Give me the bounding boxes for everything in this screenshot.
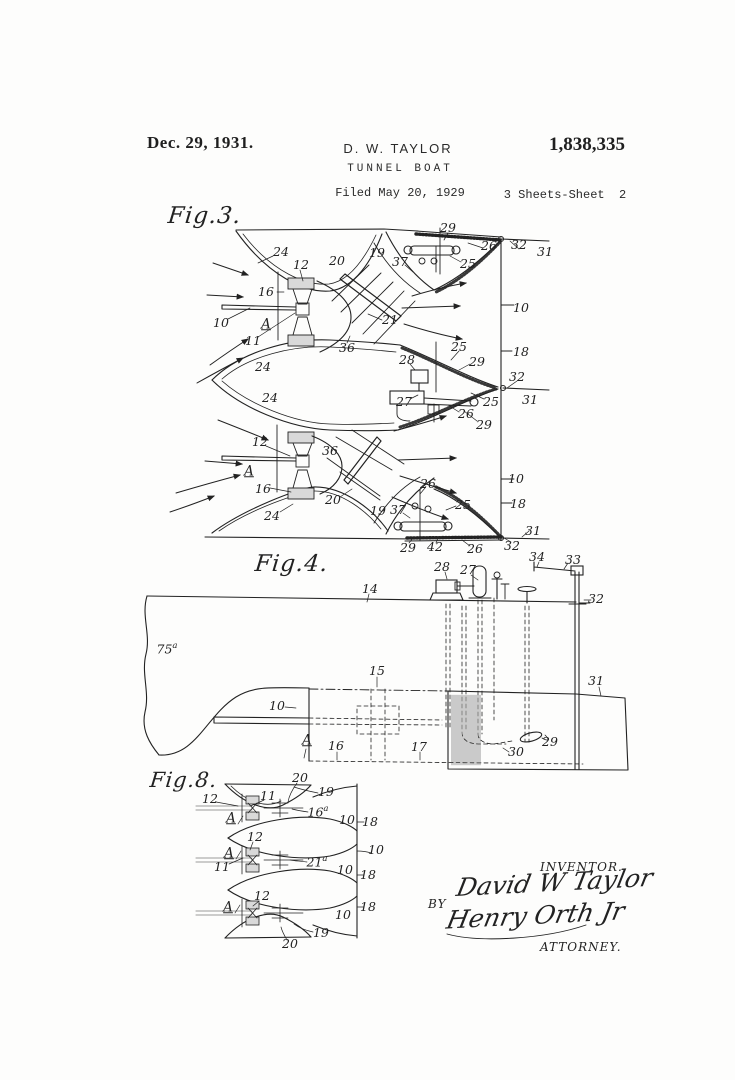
fig8-drawing xyxy=(195,782,372,941)
ref-fig3-31: 31 xyxy=(537,243,553,259)
ref-fig3-25: 25 xyxy=(460,255,476,271)
invention-title: TUNNEL BOAT xyxy=(347,163,453,175)
ref-fig3-26: 26 xyxy=(420,475,436,491)
ref-fig8-19: 19 xyxy=(313,924,329,940)
ref-fig3-26: 26 xyxy=(458,405,474,421)
ref-fig8-19: 19 xyxy=(318,783,334,799)
ref-fig3-19: 19 xyxy=(369,244,385,260)
ref-fig8-12: 12 xyxy=(202,790,218,806)
ref-fig3-20: 20 xyxy=(329,252,345,268)
ref-fig4-14: 14 xyxy=(362,580,378,596)
ref-fig3-A: A xyxy=(244,463,254,480)
ref-fig3-32: 32 xyxy=(504,537,520,553)
ref-fig4-32: 32 xyxy=(588,590,604,606)
ref-fig3-24: 24 xyxy=(262,389,278,405)
ref-fig3-16: 16 xyxy=(255,480,271,496)
ref-fig8-10: 10 xyxy=(368,841,384,857)
ref-fig3-31: 31 xyxy=(522,391,538,407)
ref-fig3-10: 10 xyxy=(213,314,229,330)
ref-fig3-32: 32 xyxy=(511,236,527,252)
ref-fig3-29: 29 xyxy=(440,219,456,235)
ref-fig8-20: 20 xyxy=(292,769,308,785)
ref-fig8-10: 10 xyxy=(335,906,351,922)
ref-fig3-25: 25 xyxy=(455,496,471,512)
ref-fig3-42: 42 xyxy=(427,538,443,554)
ref-fig4-30: 30 xyxy=(508,743,524,759)
inventor-name: D. W. TAYLOR xyxy=(343,141,453,156)
ref-fig3-29: 29 xyxy=(400,539,416,555)
ref-fig3-37: 37 xyxy=(392,253,408,269)
ref-fig3-29: 29 xyxy=(476,416,492,432)
ref-fig3-12: 12 xyxy=(252,433,268,449)
ref-fig3-36: 36 xyxy=(339,339,355,355)
ref-fig3-25: 25 xyxy=(451,338,467,354)
ref-fig8-18: 18 xyxy=(360,866,376,882)
ref-fig3-37: 37 xyxy=(390,501,406,517)
patent-number: 1,838,335 xyxy=(549,134,625,155)
inventor-caption: INVENTOR. xyxy=(540,860,623,874)
ref-fig4-29: 29 xyxy=(542,733,558,749)
fig4-drawing xyxy=(143,561,629,771)
ref-fig4-27: 27 xyxy=(460,561,476,577)
ref-fig3-18: 18 xyxy=(510,495,526,511)
ref-fig3-26: 26 xyxy=(481,237,497,253)
ref-fig3-24: 24 xyxy=(264,507,280,523)
ref-fig8-21a: 21a xyxy=(306,854,328,870)
ref-fig3-24: 24 xyxy=(273,243,289,259)
ref-fig8-18: 18 xyxy=(360,898,376,914)
ref-fig8-20: 20 xyxy=(282,935,298,951)
ref-fig3-12: 12 xyxy=(293,256,309,272)
signature-flourish xyxy=(446,924,587,940)
ref-fig4-34: 34 xyxy=(529,548,545,564)
ref-fig3-16: 16 xyxy=(258,283,274,299)
ref-fig8-11: 11 xyxy=(260,787,276,803)
ref-fig8-12: 12 xyxy=(254,887,270,903)
ref-fig4-31: 31 xyxy=(588,672,604,688)
ref-fig3-20: 20 xyxy=(325,491,341,507)
ref-fig8-12: 12 xyxy=(247,828,263,844)
ref-fig3-25: 25 xyxy=(483,393,499,409)
ref-fig3-21: 21 xyxy=(382,311,398,327)
ref-fig3-18: 18 xyxy=(513,343,529,359)
ref-fig3-10: 10 xyxy=(513,299,529,315)
ref-fig3-27: 27 xyxy=(396,393,412,409)
ref-fig3-28: 28 xyxy=(399,351,415,367)
ref-fig3-36: 36 xyxy=(322,442,338,458)
ref-fig8-16a: 16a xyxy=(307,804,329,820)
ref-fig3-26: 26 xyxy=(467,540,483,556)
ref-fig3-32: 32 xyxy=(509,368,525,384)
ref-fig4-16: 16 xyxy=(328,737,344,753)
ref-fig3-19: 19 xyxy=(370,502,386,518)
ref-fig4-A: A xyxy=(302,732,312,749)
fig3-drawing xyxy=(169,227,550,547)
ref-fig4-15: 15 xyxy=(369,662,385,678)
ref-fig3-31: 31 xyxy=(525,522,541,538)
ref-fig8-10: 10 xyxy=(337,861,353,877)
ref-fig8-A: A xyxy=(226,810,236,827)
filed-date: Filed May 20, 1929 xyxy=(335,186,465,200)
ref-fig4-17: 17 xyxy=(411,738,427,754)
ref-fig8-A: A xyxy=(224,845,234,862)
ref-fig3-10: 10 xyxy=(508,470,524,486)
by-label: BY xyxy=(428,897,447,911)
ref-fig4-75a: 75a xyxy=(156,641,178,657)
ref-fig4-28: 28 xyxy=(434,558,450,574)
ref-fig3-11: 11 xyxy=(245,332,261,348)
ref-fig8-A: A xyxy=(223,899,233,916)
sheet-info: 3 Sheets-Sheet 2 xyxy=(503,188,627,202)
ref-fig3-29: 29 xyxy=(469,353,485,369)
ref-fig8-18: 18 xyxy=(362,813,378,829)
ref-fig8-11: 11 xyxy=(214,858,230,874)
ref-fig8-10: 10 xyxy=(339,811,355,827)
attorney-caption: ATTORNEY. xyxy=(540,940,622,954)
ref-fig3-24: 24 xyxy=(255,358,271,374)
ref-fig3-A: A xyxy=(261,316,271,333)
patent-date: Dec. 29, 1931. xyxy=(147,133,254,152)
ref-fig4-10: 10 xyxy=(269,697,285,713)
ref-fig4-33: 33 xyxy=(565,551,581,567)
